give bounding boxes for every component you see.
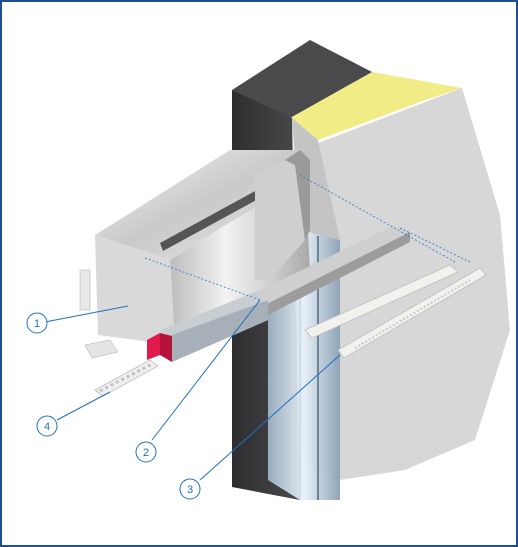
alignment-line [299, 174, 456, 263]
bracket-bottom [84, 339, 119, 359]
mounting-rail-front [265, 232, 410, 315]
callout-1: 1 [26, 312, 48, 334]
alignment-line [399, 227, 471, 263]
convector-top [95, 150, 305, 260]
connector-strip-slats [99, 362, 153, 393]
callout-leader-1 [44, 305, 129, 323]
convector-side [95, 235, 175, 345]
callout-4: 4 [36, 415, 58, 437]
callout-leader-2 [151, 299, 261, 441]
duct-vertical-shade [285, 150, 310, 240]
grille-lower [337, 267, 487, 359]
mounting-rail [250, 225, 410, 305]
callout-label-2: 2 [143, 447, 149, 459]
callout-label-1: 1 [34, 318, 40, 330]
callout-leader-4 [56, 391, 111, 421]
lower-duct-front [172, 300, 268, 362]
grille-upper [304, 264, 459, 339]
connector-strip [94, 359, 159, 397]
alignment-line [144, 257, 261, 301]
wall-top-dark [232, 40, 372, 118]
red-end-cap [160, 333, 172, 362]
callout-label-3: 3 [187, 484, 193, 496]
bracket-left [79, 269, 91, 311]
callout-2: 2 [135, 441, 157, 463]
wall-light-face [300, 88, 510, 480]
insulation-top [290, 72, 462, 140]
duct-vertical [255, 160, 305, 280]
callout-leader-3 [199, 354, 341, 481]
callout-label-4: 4 [44, 421, 50, 433]
callout-3: 3 [179, 478, 201, 500]
red-end-cap [147, 333, 160, 360]
